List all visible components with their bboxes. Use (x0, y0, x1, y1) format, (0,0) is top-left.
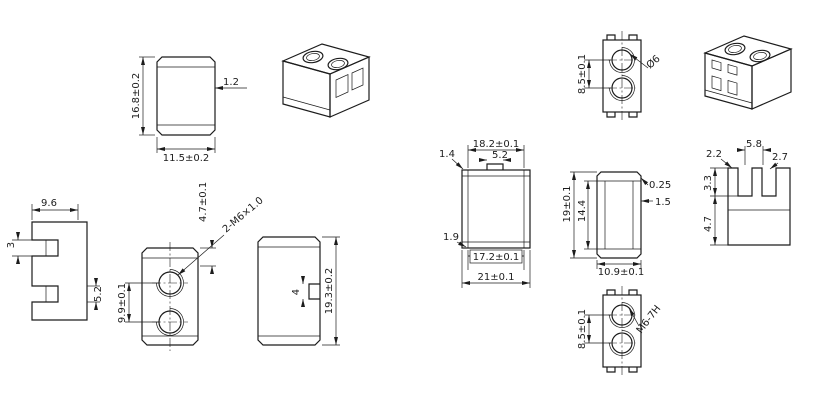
front-holes-outline (141, 247, 199, 346)
dim-text-section-width: 10.9±0.1 (598, 267, 645, 278)
dim-side-height: 19.3±0.2 (322, 236, 340, 346)
iso-left-top-face (281, 43, 371, 75)
dim-comb-width: 9.6 (31, 198, 79, 220)
view-isometric-left (281, 43, 371, 118)
dim-text-comb-right-width: 2.7 (772, 152, 788, 163)
dim-bottom-hole-pitch: 8.5±0.1 (577, 309, 611, 349)
dim-text-side-height: 19.3±0.2 (324, 268, 335, 315)
dim-text-comb-slot-depth: 3.3 (703, 175, 714, 191)
dim-plan-inner-length: 17.2±0.1 (467, 249, 525, 270)
view-top-holes: 8.5±0.1 Ø6 (577, 31, 663, 121)
iso-right-clip-2 (727, 80, 738, 96)
iso-right-clip-1 (711, 75, 722, 92)
dim-text-top-hole-pitch: 8.5±0.1 (577, 54, 588, 94)
dim-text-thread-note: 2-M6×1.0 (221, 195, 266, 235)
front-outline (156, 56, 216, 136)
view-front-holes: 9.9±0.1 4.7±0.1 2-M6×1.0 (117, 182, 266, 351)
iso-left-hole-2 (327, 57, 349, 71)
dim-text-notch-width: 4 (291, 289, 302, 295)
dim-front-height: 16.8±0.2 (131, 56, 155, 136)
view-side-comb: 9.6 3 5.2 (6, 198, 104, 321)
view-side-notch: 4 19.3±0.2 (257, 236, 340, 346)
comb-top-outline (727, 167, 791, 246)
dim-comb-left-width: 2.2 (706, 149, 733, 169)
dim-text-plan-inner-width: 18.2±0.1 (473, 139, 520, 150)
dim-text-comb-width: 9.6 (41, 198, 57, 209)
dim-text-plan-tab-width: 5.2 (492, 150, 508, 161)
dim-plan-rib-offset: 1.4 (439, 149, 464, 170)
dim-text-comb-slot-width: 3 (6, 242, 17, 248)
dim-section-gap: 0.25 (640, 177, 671, 191)
leader-thread-spec: M6-7H (628, 303, 664, 336)
side-notch-outline (257, 236, 321, 346)
iso-right-slot-2 (727, 64, 738, 76)
dim-text-comb-left-width: 2.2 (706, 149, 722, 160)
dim-comb-slot-pitch: 5.2 (87, 278, 104, 310)
plan-tab (486, 163, 504, 170)
dim-text-section-height: 19±0.1 (562, 185, 573, 222)
view-front-elevation: 16.8±0.2 1.2 11.5±0.2 (131, 56, 247, 164)
plan-outline (461, 169, 531, 249)
top-hole-2 (611, 77, 633, 99)
dim-text-plan-rib-offset: 1.4 (439, 149, 455, 160)
dim-text-comb-slot-pitch: 5.2 (93, 286, 104, 302)
dim-text-hole-dia: Ø6 (644, 53, 663, 71)
dim-text-section-gap: 0.25 (649, 180, 671, 191)
view-plan: 18.2±0.1 5.2 1.4 1.9 17.2±0.1 21±0.1 (439, 139, 531, 288)
iso-right-hole-1 (724, 42, 746, 56)
view-isometric-right (703, 35, 793, 110)
section-outline (596, 171, 642, 259)
dim-section-inner-height: 14.4 (577, 180, 597, 250)
dim-front-width: 11.5±0.2 (156, 137, 216, 164)
iso-left-slot-2 (351, 67, 364, 91)
dim-text-edge-to-hole: 4.7±0.1 (198, 182, 209, 222)
side-notch-slot (308, 283, 320, 300)
dim-comb-slot-width: 3 (6, 232, 32, 264)
iso-left-slot-1 (335, 73, 349, 99)
leader-thread-note: 2-M6×1.0 (177, 195, 266, 276)
iso-right-right-face (751, 48, 792, 110)
dim-text-section-wall: 1.5 (655, 197, 671, 208)
dim-text-hole-pitch: 9.9±0.1 (117, 283, 128, 323)
dim-plan-wall: 1.9 (443, 232, 467, 248)
dim-text-bottom-hole-pitch: 8.5±0.1 (577, 309, 588, 349)
dim-section-width: 10.9±0.1 (596, 260, 645, 278)
view-section: 19±0.1 14.4 0.25 1.5 10.9±0.1 (562, 171, 671, 278)
iso-right-slot-1 (711, 59, 722, 72)
dim-comb-slot-depth: 3.3 (703, 167, 738, 197)
dim-section-height: 19±0.1 (562, 171, 597, 259)
iso-left-hole-1 (302, 50, 324, 64)
dim-text-plan-inner-length: 17.2±0.1 (473, 252, 520, 263)
dim-text-front-height: 16.8±0.2 (131, 73, 142, 120)
dim-plan-inner-width: 18.2±0.1 (467, 139, 525, 168)
dim-text-plan-overall-width: 21±0.1 (477, 272, 514, 283)
dim-front-wall: 1.2 (215, 77, 247, 90)
view-comb-top: 5.8 2.2 2.7 3.3 4.7 (703, 139, 791, 246)
dim-text-plan-wall: 1.9 (443, 232, 459, 243)
iso-right-hole-2 (749, 49, 771, 63)
side-comb-outline (31, 221, 88, 321)
dim-edge-to-hole: 4.7±0.1 (198, 182, 216, 274)
dim-comb-pitch: 5.8 (737, 139, 771, 165)
dim-text-section-inner-height: 14.4 (577, 200, 588, 222)
dim-text-comb-step-depth: 4.7 (703, 216, 714, 232)
bottom-hole-2 (611, 332, 633, 354)
iso-left-front-face (282, 60, 331, 118)
dim-text-front-width: 11.5±0.2 (163, 153, 210, 164)
dim-comb-right-width: 2.7 (769, 152, 788, 170)
dim-text-comb-pitch: 5.8 (746, 139, 762, 150)
dim-section-wall: 1.5 (641, 197, 671, 208)
dim-comb-step-depth: 4.7 (703, 196, 728, 246)
leader-hole-dia: Ø6 (629, 53, 663, 71)
dim-top-hole-pitch: 8.5±0.1 (577, 54, 611, 94)
dim-plan-overall-width: 21±0.1 (461, 250, 531, 288)
iso-left-right-face (329, 56, 370, 118)
dim-text-front-wall: 1.2 (223, 77, 239, 88)
dim-plan-tab-width: 5.2 (479, 150, 511, 162)
dim-hole-pitch-left: 9.9±0.1 (117, 282, 159, 323)
dim-text-thread-spec: M6-7H (635, 303, 664, 335)
dim-notch-width: 4 (291, 276, 305, 307)
view-bottom-holes: 8.5±0.1 M6-7H (577, 286, 663, 376)
